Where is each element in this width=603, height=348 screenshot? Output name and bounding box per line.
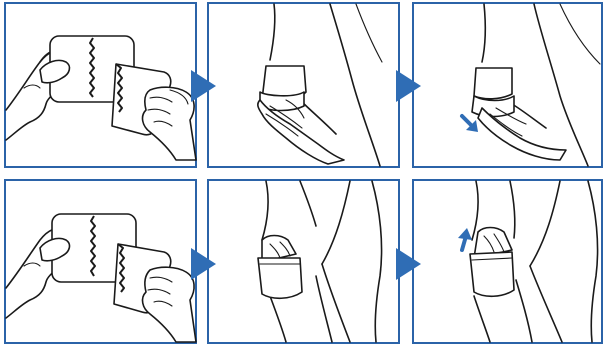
panel-frame-5: [208, 180, 399, 343]
panel-1-hands-opening-wrapper: [6, 36, 196, 160]
panel-2-applying-pad: [258, 4, 382, 166]
step-arrow-icon-4: [396, 248, 421, 280]
step-arrow-icon-3: [191, 248, 216, 280]
step-arrow-icon-1: [191, 70, 216, 102]
panel-4-hands-opening-wrapper: [6, 214, 196, 342]
panel-3-pressing-pad: [472, 4, 600, 166]
panel-5-holding-pad: [258, 181, 382, 342]
arrow-down-right-icon: [462, 116, 478, 132]
step-arrow-icon-2: [396, 70, 421, 102]
arrow-up-icon: [458, 228, 472, 250]
panel-6-sliding-pad: [470, 181, 598, 342]
